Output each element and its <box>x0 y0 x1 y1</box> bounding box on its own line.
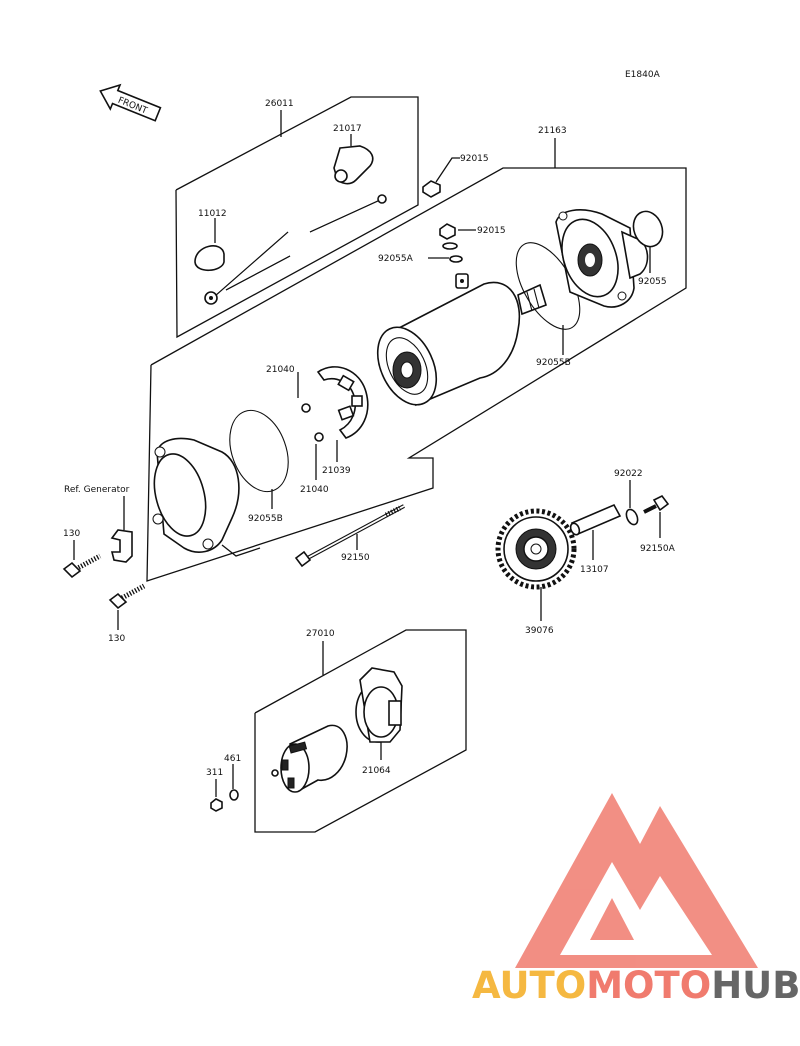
starter-assembly-box: 21163 92015 92015 92055A <box>146 126 687 582</box>
o-ring-small-part <box>449 255 463 263</box>
label-92055: 92055 <box>638 277 667 287</box>
bolt-130-bottom-part <box>108 583 146 610</box>
label-27010: 27010 <box>306 629 335 639</box>
idle-shaft-part <box>569 503 622 536</box>
washer-461-part <box>229 789 239 801</box>
label-461: 461 <box>224 754 241 764</box>
label-130-top: 130 <box>63 529 80 539</box>
label-92055B-top: 92055B <box>536 358 571 368</box>
label-13107: 13107 <box>580 565 609 575</box>
label-130-bottom: 130 <box>108 634 125 644</box>
label-21163: 21163 <box>538 126 567 136</box>
automotohub-logo-icon <box>515 793 758 968</box>
watermark-auto: AUTO <box>472 964 586 1007</box>
shaft-bolt-part <box>643 494 670 514</box>
front-arrow-icon: FRONT <box>99 83 162 122</box>
motor-yoke-part <box>376 273 547 407</box>
label-21040-bottom: 21040 <box>300 485 329 495</box>
label-39076: 39076 <box>525 626 554 636</box>
label-21040-top: 21040 <box>266 365 295 375</box>
brush-spring-bottom-part <box>314 432 324 442</box>
brush-kit-box: 27010 21064 <box>254 629 467 833</box>
ref-generator-label: Ref. Generator <box>64 485 130 495</box>
watermark-moto: MOTO <box>586 964 711 1007</box>
label-92015-top: 92015 <box>460 154 489 164</box>
o-ring-large-bottom-part <box>229 409 289 493</box>
rubber-cap-part <box>194 245 225 272</box>
rear-cover-part <box>152 437 240 553</box>
terminal-nut-part <box>439 223 458 250</box>
label-92055A: 92055A <box>378 254 414 264</box>
label-21017: 21017 <box>333 124 362 134</box>
label-21039: 21039 <box>322 466 351 476</box>
label-311: 311 <box>206 768 223 778</box>
idle-gear-part <box>495 508 577 590</box>
bolt-130-top-part <box>62 553 102 579</box>
o-ring-front-part <box>632 210 664 248</box>
cable-group-box: 26011 21017 11012 <box>175 96 419 339</box>
washer-part <box>625 508 639 526</box>
label-11012: 11012 <box>198 209 227 219</box>
label-92015-mid: 92015 <box>477 226 506 236</box>
label-92150A: 92150A <box>640 544 676 554</box>
watermark-text: AUTOMOTOHUB <box>472 964 800 1007</box>
label-92150: 92150 <box>341 553 370 563</box>
ground-cable-part <box>204 231 291 305</box>
label-92055B-bottom: 92055B <box>248 514 283 524</box>
brush-holder-part <box>316 366 369 439</box>
watermark-hub: HUB <box>711 964 800 1007</box>
through-bolt-part <box>294 504 405 568</box>
label-26011: 26011 <box>265 99 294 109</box>
nut-part <box>422 180 441 198</box>
generator-bracket-part <box>110 529 133 563</box>
starter-cable-part <box>309 194 387 233</box>
label-21064: 21064 <box>362 766 391 776</box>
terminal-boot-part <box>333 145 374 185</box>
diagram-code: E1840A <box>625 70 661 80</box>
brush-plate-part <box>355 667 403 743</box>
brush-spring-top-part <box>301 403 311 413</box>
nut-311-part <box>210 798 223 812</box>
label-92022: 92022 <box>614 469 643 479</box>
brush-assembly-part <box>271 724 348 793</box>
